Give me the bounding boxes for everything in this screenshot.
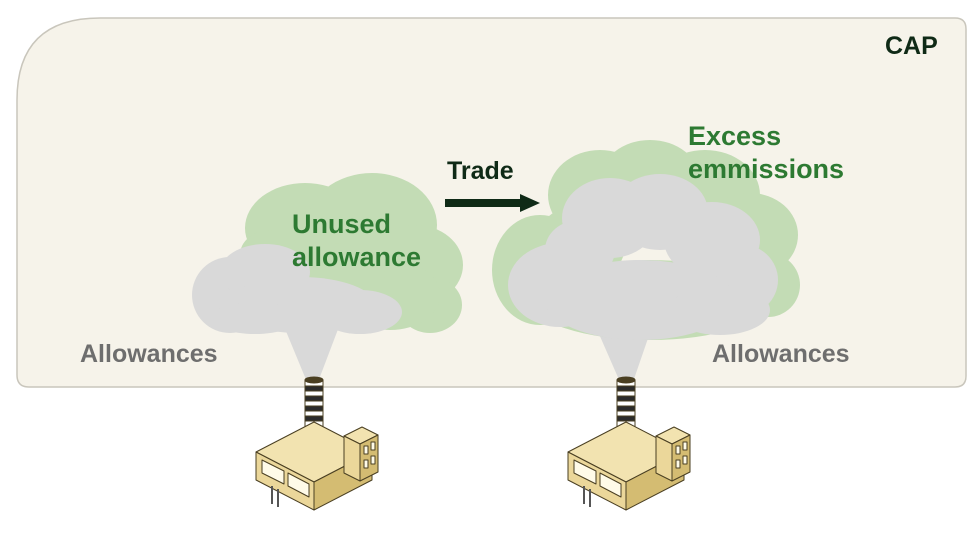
excess-emissions-label: Excess emmissions bbox=[688, 120, 844, 186]
left-factory-icon bbox=[255, 376, 379, 511]
right-factory-icon bbox=[567, 376, 691, 511]
right-allowances-label: Allowances bbox=[712, 340, 850, 368]
left-emission-cone bbox=[283, 324, 340, 382]
excess-emissions-line2: emmissions bbox=[688, 154, 845, 184]
unused-allowance-line1: Unused bbox=[292, 209, 392, 239]
unused-allowance-label: Unused allowance bbox=[292, 208, 421, 274]
cap-label: CAP bbox=[885, 32, 938, 60]
trade-arrow bbox=[445, 194, 540, 212]
unused-allowance-line2: allowance bbox=[292, 242, 422, 272]
left-allowance-cloud bbox=[192, 244, 402, 334]
trade-label: Trade bbox=[447, 157, 514, 185]
right-allowance-cloud bbox=[508, 174, 778, 340]
left-allowances-label: Allowances bbox=[80, 340, 218, 368]
excess-emissions-line1: Excess bbox=[688, 121, 782, 151]
